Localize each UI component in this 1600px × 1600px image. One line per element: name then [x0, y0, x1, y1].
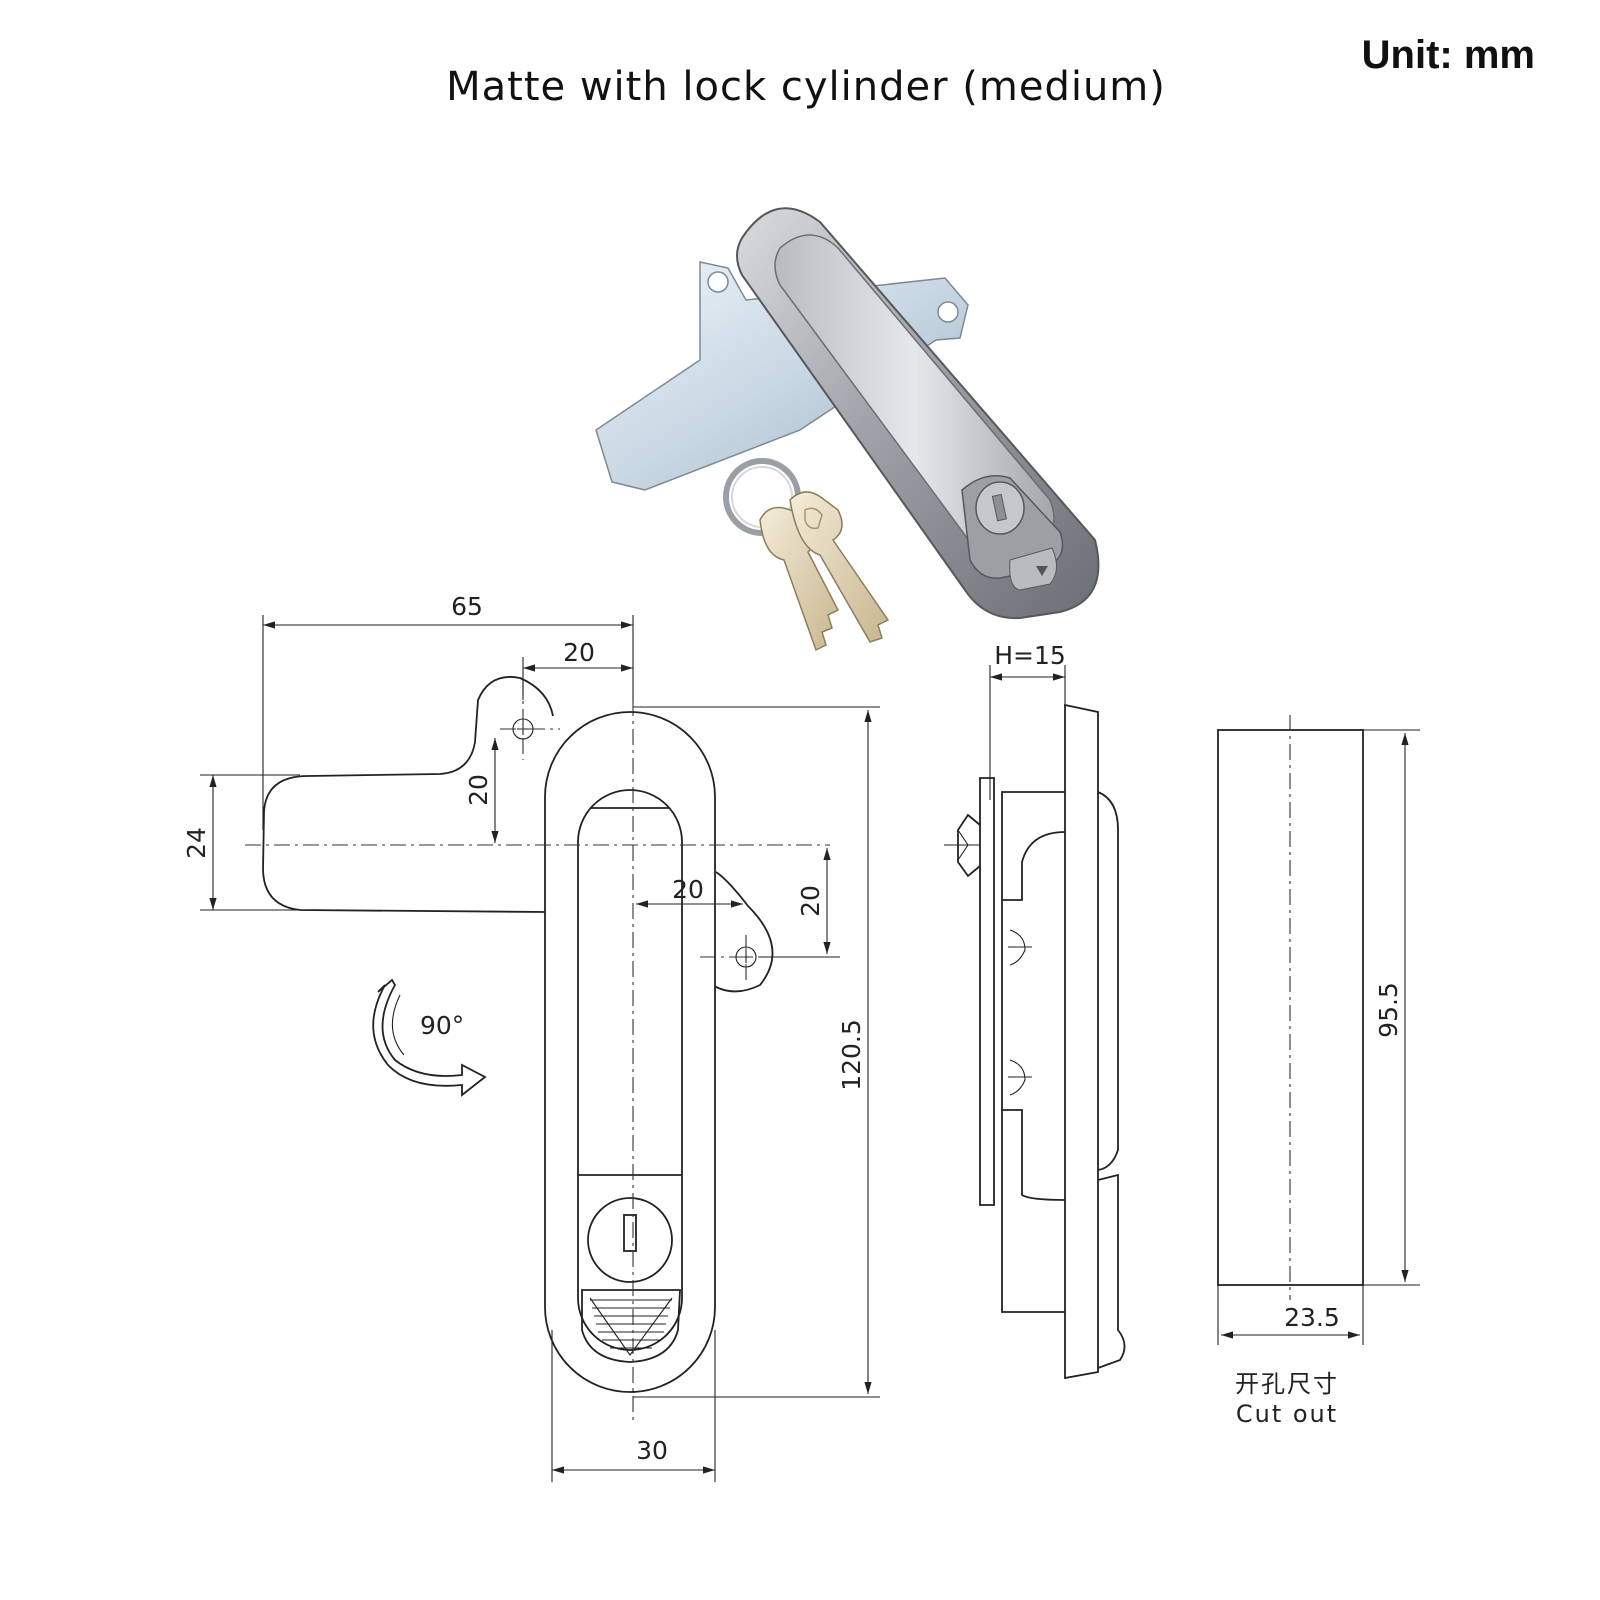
dim-overall-height: 120.5	[837, 1019, 866, 1091]
dim-overall-width: 65	[451, 592, 483, 621]
dim-hole-offset-side: 20	[464, 774, 493, 806]
page-title: Matte with lock cylinder (medium)	[446, 64, 1166, 110]
dim-cutout-height: 95.5	[1374, 982, 1403, 1038]
rotation-arrow-icon	[372, 978, 487, 1097]
dim-hole-offset-right-h: 20	[672, 875, 704, 904]
cutout-view: 95.5 23.5 开孔尺寸 Cut out	[1217, 715, 1420, 1428]
dim-cutout-width: 23.5	[1284, 1303, 1340, 1332]
dim-hole-offset-top: 20	[563, 638, 595, 667]
dim-hole-offset-right-v: 20	[796, 885, 825, 917]
side-view: H=15	[944, 641, 1126, 1380]
rotation-label: 90°	[420, 1011, 464, 1040]
dim-body-width: 30	[636, 1436, 668, 1465]
front-view: 65 20 20 24 20 20 120.5 30	[182, 592, 880, 1482]
dim-flange-width: 24	[182, 827, 211, 859]
key-icon	[723, 458, 890, 652]
cutout-label-en: Cut out	[1236, 1400, 1338, 1428]
unit-label: Unit: mm	[1362, 33, 1535, 77]
dim-depth: H=15	[994, 641, 1066, 670]
product-photo	[595, 207, 1100, 620]
cutout-label-cn: 开孔尺寸	[1235, 1370, 1339, 1398]
